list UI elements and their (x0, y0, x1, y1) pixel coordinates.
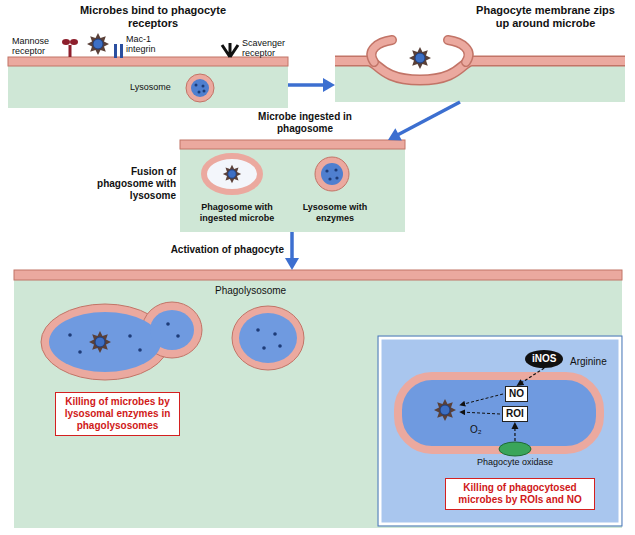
arrow-line (396, 102, 460, 136)
circle-shape (128, 334, 132, 338)
use-shape (409, 47, 431, 69)
caption-text: Lysosome with enzymes (295, 202, 375, 224)
process-arrow (511, 422, 518, 441)
circle-shape (68, 333, 72, 337)
outcome-box: Killing of phagocytosed microbes by ROIs… (445, 478, 595, 510)
ellipse-shape (62, 39, 70, 45)
molecule-box: NO (505, 386, 528, 402)
enzyme-ellipse: Phagocyte oxidase (470, 441, 560, 468)
part-label: Lysosome (130, 82, 171, 92)
enzyme-ellipse: iNOS (525, 350, 563, 368)
step-label: Activation of phagocyte (148, 244, 284, 256)
part-label: Mannose receptor (12, 36, 62, 56)
arrow-head (517, 379, 525, 386)
circle-shape (198, 91, 201, 94)
use-shape (223, 165, 241, 183)
oxidase-ellipse (470, 441, 560, 457)
phagolysosome-shape (398, 376, 600, 450)
caption-text: Killing of phagocytosed microbes by ROIs… (450, 482, 590, 506)
scavenger-receptor-symbol (222, 43, 238, 57)
use-shape (89, 331, 111, 353)
step-panel: Phagosome with ingested microbeLysosome … (180, 140, 405, 232)
ellipse-shape (150, 310, 194, 350)
circle-shape (203, 90, 206, 93)
rect-shape (120, 44, 123, 58)
cell-membrane (8, 57, 288, 66)
rect-shape (14, 279, 622, 528)
phagosome-shape (204, 156, 260, 192)
fusion-step-art (180, 140, 405, 232)
process-arrow (285, 232, 299, 270)
process-arrow (388, 102, 460, 141)
inset-panel-shape (380, 338, 620, 524)
caption-text: iNOS (532, 353, 556, 365)
rect-shape (378, 336, 622, 526)
circle-shape (256, 328, 260, 332)
arrow-line (290, 232, 294, 260)
killing-step-art (14, 270, 622, 528)
circle-shape (335, 176, 338, 179)
caption-text: Phagocyte oxidase (470, 457, 560, 468)
caption-text: Killing of microbes by lysosomal enzymes… (60, 396, 175, 432)
ellipse-shape (49, 312, 161, 372)
circle-shape (278, 344, 282, 348)
circle-shape (321, 163, 343, 185)
molecule-box: ROI (502, 406, 528, 422)
process-arrow (517, 368, 545, 386)
step-heading: Phagocyte membrane zips up around microb… (468, 4, 623, 30)
radical-attack-line (460, 412, 500, 414)
rect-shape (180, 140, 405, 149)
rect-shape (14, 270, 622, 280)
mannose-receptor-symbol (69, 45, 72, 57)
rect-shape (180, 148, 405, 232)
part-label: Scavenger receptor (242, 38, 290, 58)
caption-text: ROI (506, 408, 524, 420)
circle-shape (325, 169, 328, 172)
circle-shape (202, 85, 205, 88)
step-label: Microbe ingested in phagosome (255, 111, 355, 135)
circle-shape (138, 348, 142, 352)
integrin-symbol (114, 44, 117, 58)
circle-shape (328, 177, 331, 180)
caption-text: NO (509, 388, 524, 400)
step-panel: PhagolysosomeKilling of microbes by lyso… (14, 270, 622, 528)
oxidase-ellipse-shape (499, 442, 531, 456)
caption-text: Arginine (570, 356, 607, 368)
lysosome-shape (315, 157, 349, 191)
arrow-line (521, 368, 544, 383)
circle-shape (262, 346, 266, 350)
lysosome-shape (186, 74, 214, 102)
circle-shape (78, 350, 82, 354)
arrow-head (511, 422, 518, 429)
step-panel: Phagocyte membrane zips up around microb… (335, 2, 625, 102)
step-heading: Microbes bind to phagocyte receptors (78, 4, 228, 30)
inset-panel: ArginineO₂ iNOS NO ROI Phagocyte oxidaseKill… (380, 338, 620, 524)
use-shape (434, 399, 456, 421)
microbe-symbol (87, 33, 109, 55)
radical-attack-line (460, 394, 503, 405)
circle-shape (176, 334, 180, 338)
caption-text: Phagosome with ingested microbe (182, 202, 292, 224)
circle-shape (273, 332, 277, 336)
lysosome-core (191, 79, 209, 97)
process-arrow (288, 78, 335, 92)
circle-shape (166, 322, 170, 326)
ellipse-shape (239, 313, 297, 363)
zipping-step-art (335, 40, 625, 102)
phagolysosome-shape (232, 306, 304, 370)
step-heading: Phagolysosome (215, 285, 286, 297)
circle-shape (334, 168, 337, 171)
arrow-line (288, 83, 325, 87)
ellipse-shape (70, 39, 78, 45)
caption-text: O₂ (470, 424, 482, 436)
arrow-line (514, 428, 515, 441)
circle-shape (195, 84, 198, 87)
part-label: Mac-1 integrin (126, 34, 168, 54)
part-label: Fusion of phagosome with lysosome (86, 166, 176, 202)
cytoplasm (8, 64, 288, 108)
outcome-box: Killing of microbes by lysosomal enzymes… (55, 392, 180, 436)
